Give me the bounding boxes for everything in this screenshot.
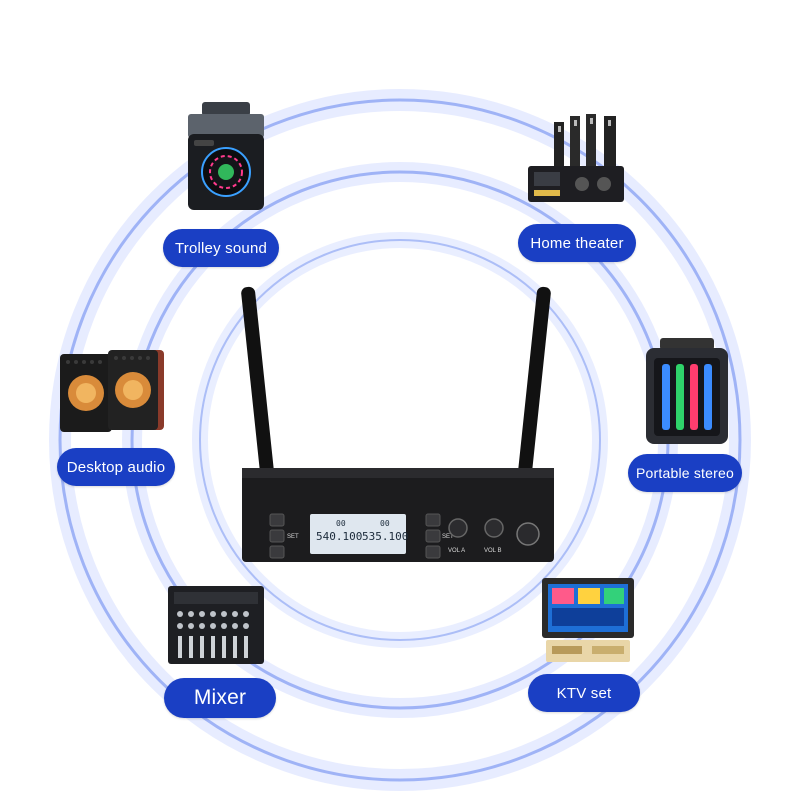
device-label-portable: Portable stereo xyxy=(628,454,742,492)
vol-a-label: VOL A xyxy=(448,548,465,554)
lcd-display xyxy=(310,514,406,554)
antenna-left xyxy=(241,286,274,477)
device-label-trolley: Trolley sound xyxy=(163,229,279,267)
ch-a-level: 00 xyxy=(336,519,346,528)
home-theater-icon xyxy=(528,114,624,202)
set-right-label: SET xyxy=(442,534,454,540)
device-label-desktop: Desktop audio xyxy=(57,448,175,486)
power-button[interactable] xyxy=(516,522,540,546)
vol-b-knob[interactable] xyxy=(484,518,504,538)
trolley-speaker-icon xyxy=(188,102,264,210)
device-label-home-theater: Home theater xyxy=(518,224,636,262)
wireless-receiver: SET 540.100 535.100 00 00 SET VOL A VOL … xyxy=(241,286,554,562)
ch-b-freq: 535.100 xyxy=(362,530,408,543)
ch-a-freq: 540.100 xyxy=(316,530,362,543)
device-label-mixer: Mixer xyxy=(164,678,276,718)
portable-speaker-icon xyxy=(646,338,728,444)
device-label-ktv: KTV set xyxy=(528,674,640,712)
ch-b-level: 00 xyxy=(380,519,390,528)
vol-b-label: VOL B xyxy=(484,548,501,554)
desktop-speakers-icon xyxy=(60,350,164,432)
mixer-icon xyxy=(168,586,264,664)
antenna-right xyxy=(518,286,551,477)
vol-a-knob[interactable] xyxy=(448,518,468,538)
ktv-set-icon xyxy=(542,578,634,662)
set-left-label: SET xyxy=(287,534,299,540)
